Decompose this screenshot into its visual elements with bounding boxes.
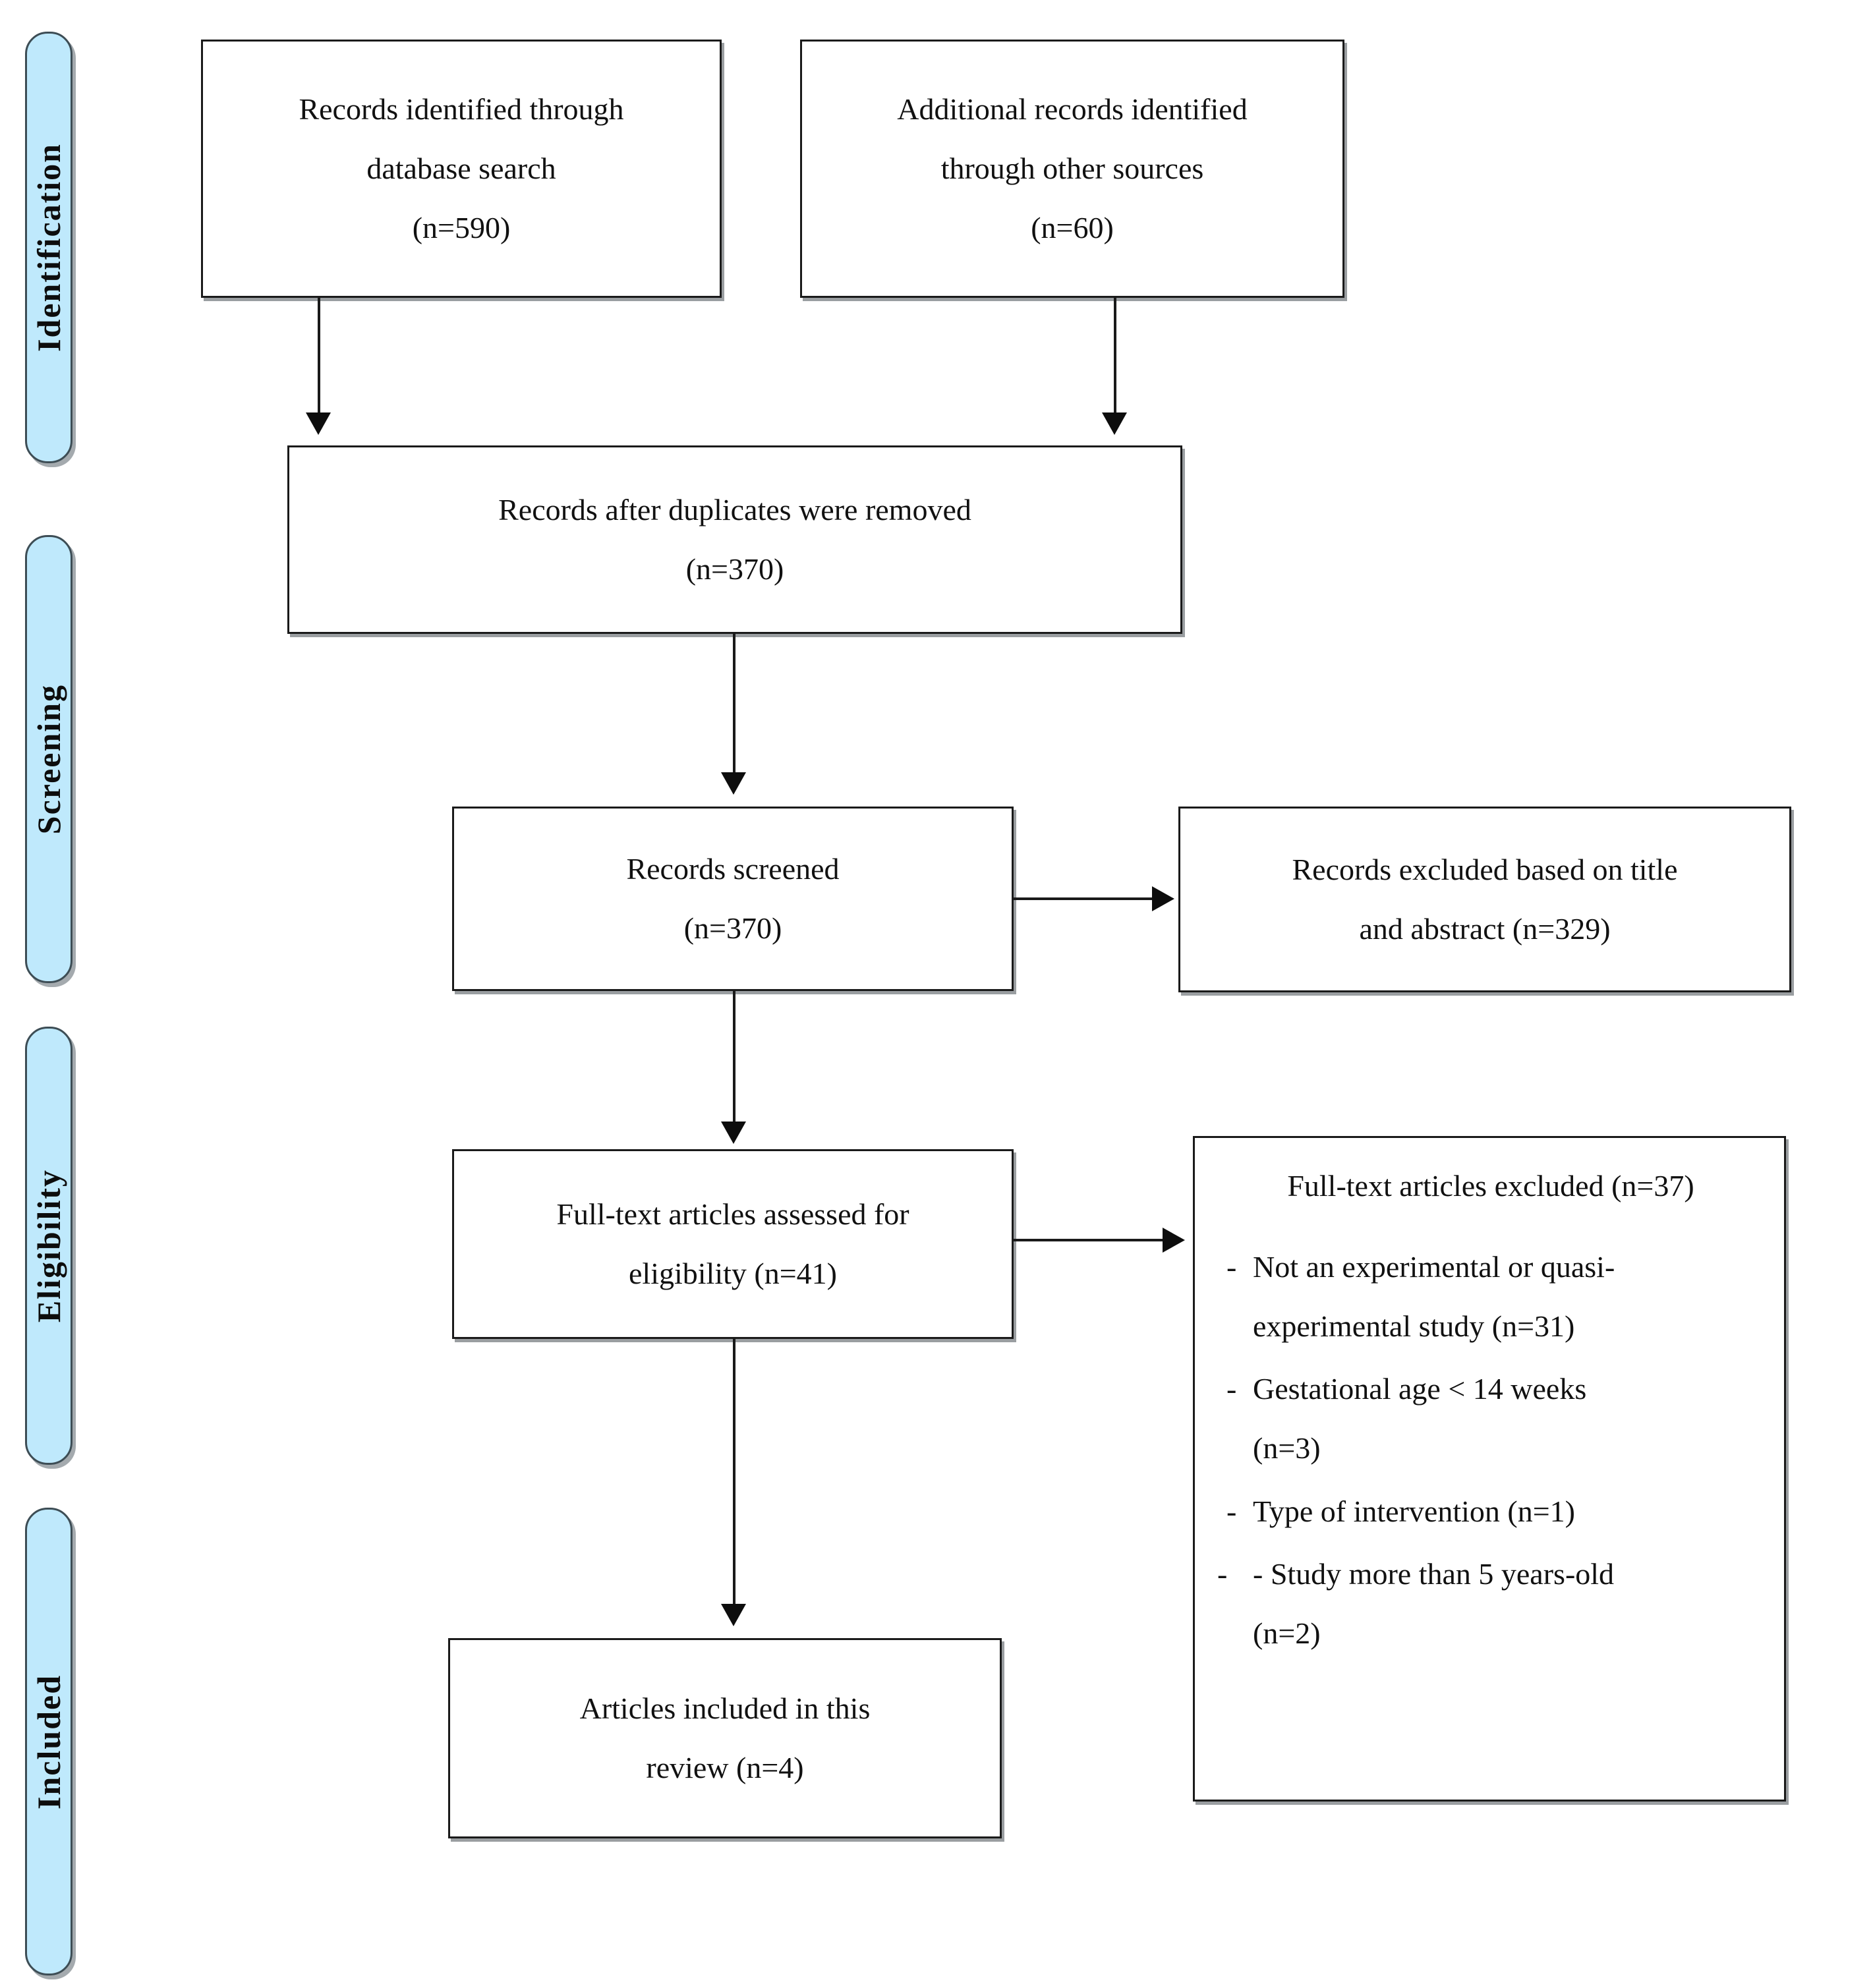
exclusion-reason-line: (n=3): [1253, 1431, 1321, 1465]
connector-screened-to-excluded: [1014, 897, 1153, 900]
exclusion-reason-line: Gestational age < 14 weeks: [1253, 1372, 1587, 1406]
exclusion-reason-line: - Study more than 5 years-old: [1253, 1557, 1615, 1591]
arrowhead-down: [306, 412, 331, 435]
box-line: and abstract (n=329): [1359, 912, 1611, 946]
stage-label-eligibility: Eligibility: [30, 1168, 67, 1323]
exclusion-reason-item: - Gestational age < 14 weeks (n=3): [1217, 1359, 1764, 1477]
box-articles-included: Articles included in this review (n=4): [448, 1638, 1002, 1838]
box-line: Articles included in this: [579, 1691, 871, 1726]
exclusion-reason-item: - Type of intervention (n=1): [1217, 1482, 1764, 1541]
exclusion-reason-text: Not an experimental or quasi- experiment…: [1253, 1237, 1764, 1355]
box-line: review (n=4): [646, 1751, 804, 1784]
arrowhead-down: [1102, 412, 1127, 435]
arrowhead-right: [1152, 886, 1174, 911]
connector-duplicates-to-screened: [733, 634, 735, 778]
exclusion-reason-text: - Study more than 5 years-old (n=2): [1253, 1545, 1764, 1662]
connector-screened-to-fulltext: [733, 991, 735, 1127]
stage-label-screening: Screening: [30, 683, 67, 835]
arrowhead-down: [721, 772, 746, 795]
exclusion-reason-item: - Not an experimental or quasi- experime…: [1217, 1237, 1764, 1355]
arrowhead-down: [721, 1604, 746, 1626]
box-line: (n=370): [683, 911, 782, 945]
exclusion-reason-line: experimental study (n=31): [1253, 1309, 1575, 1343]
box-line: Records screened: [626, 852, 840, 886]
bullet-dash-icon: -: [1217, 1557, 1228, 1591]
exclusion-reason-list: - Not an experimental or quasi- experime…: [1217, 1237, 1764, 1667]
box-records-excluded: Records excluded based on title and abst…: [1178, 807, 1791, 992]
stage-pill-eligibility: Eligibility: [25, 1027, 72, 1465]
stage-pill-identification: Identification: [25, 32, 72, 463]
connector-identified-database-to-duplicates: [318, 298, 320, 418]
stage-label-included: Included: [30, 1674, 67, 1809]
exclusion-reason-line: Not an experimental or quasi-: [1253, 1250, 1615, 1284]
exclusion-reason-line: Type of intervention (n=1): [1253, 1494, 1575, 1528]
box-fulltext-assessed: Full-text articles assessed for eligibil…: [452, 1149, 1014, 1339]
stage-pill-included: Included: [25, 1508, 72, 1975]
box-line: (n=370): [685, 552, 784, 586]
arrowhead-right: [1163, 1228, 1185, 1253]
exclusion-reason-item: - - Study more than 5 years-old (n=2): [1217, 1545, 1764, 1662]
box-line: database search: [366, 152, 556, 186]
box-line: Records after duplicates were removed: [498, 493, 971, 527]
box-fulltext-excluded: Full-text articles excluded (n=37) - Not…: [1193, 1136, 1786, 1802]
stage-label-identification: Identification: [30, 143, 67, 352]
box-records-identified-other: Additional records identified through ot…: [800, 40, 1344, 298]
bullet-dash-icon: -: [1226, 1372, 1237, 1406]
box-records-identified-database: Records identified through database sear…: [201, 40, 722, 298]
box-line: through other sources: [940, 152, 1204, 186]
bullet-dash-icon: -: [1226, 1250, 1237, 1284]
exclusion-reason-line: (n=2): [1253, 1616, 1321, 1651]
box-line: (n=590): [412, 210, 511, 244]
exclusion-title: Full-text articles excluded (n=37): [1287, 1169, 1694, 1203]
bullet-dash-icon: -: [1226, 1494, 1237, 1528]
box-records-after-duplicates: Records after duplicates were removed (n…: [287, 445, 1182, 634]
box-line: Records excluded based on title: [1292, 853, 1678, 887]
box-line: Additional records identified: [897, 92, 1248, 127]
box-line: Records identified through: [299, 92, 624, 127]
exclusion-reason-text: Type of intervention (n=1): [1253, 1482, 1764, 1541]
connector-fulltext-to-included: [733, 1339, 735, 1609]
box-line: Full-text articles assessed for: [556, 1197, 909, 1232]
box-line: eligibility (n=41): [629, 1257, 837, 1290]
arrowhead-down: [721, 1122, 746, 1144]
connector-fulltext-to-excluded: [1014, 1239, 1164, 1241]
box-records-screened: Records screened (n=370): [452, 807, 1014, 991]
exclusion-reason-text: Gestational age < 14 weeks (n=3): [1253, 1359, 1764, 1477]
box-line: (n=60): [1031, 210, 1114, 244]
connector-identified-other-to-duplicates: [1114, 298, 1116, 418]
stage-pill-screening: Screening: [25, 535, 72, 983]
